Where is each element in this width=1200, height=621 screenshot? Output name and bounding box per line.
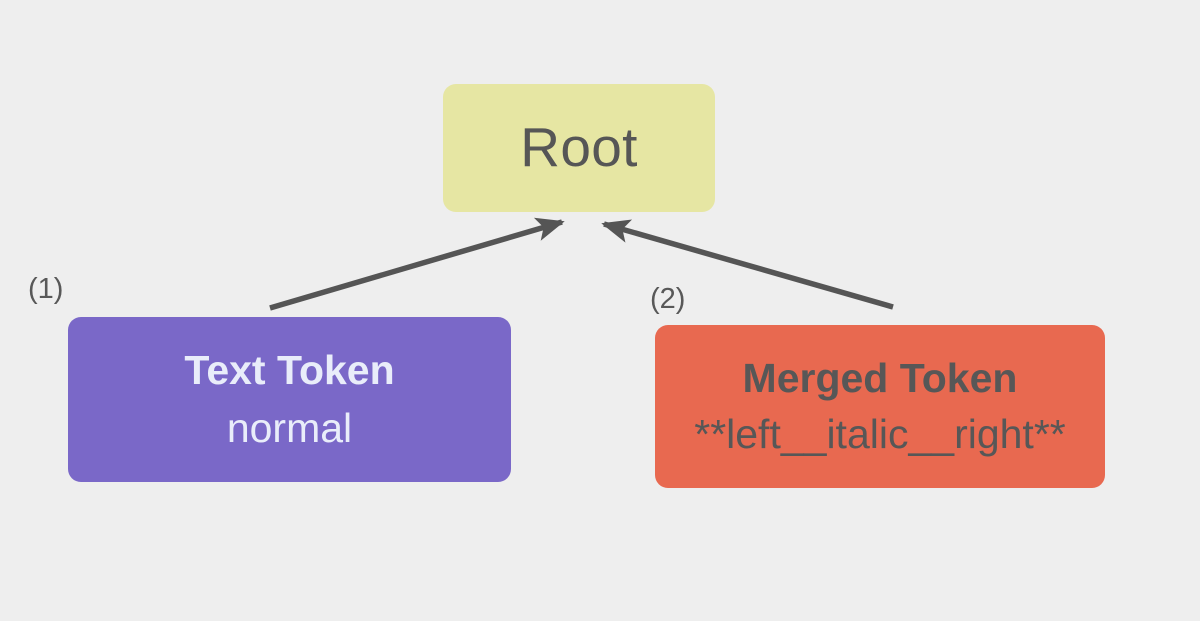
node-text-token-subtitle: normal [226,404,353,451]
node-text-token[interactable]: Text Token normal [68,317,511,482]
node-text-token-title: Text Token [184,347,395,394]
edge-merged-token-to-root [601,219,894,310]
edge-text-token-to-root [269,217,565,311]
node-merged-token[interactable]: Merged Token **left__italic__right** [655,325,1105,488]
node-root[interactable]: Root [443,84,715,212]
step-label-2: (2) [650,283,686,315]
node-merged-token-title: Merged Token [742,355,1018,402]
node-root-label: Root [520,116,638,179]
step-label-1: (1) [28,273,64,305]
node-merged-token-subtitle: **left__italic__right** [694,410,1066,457]
